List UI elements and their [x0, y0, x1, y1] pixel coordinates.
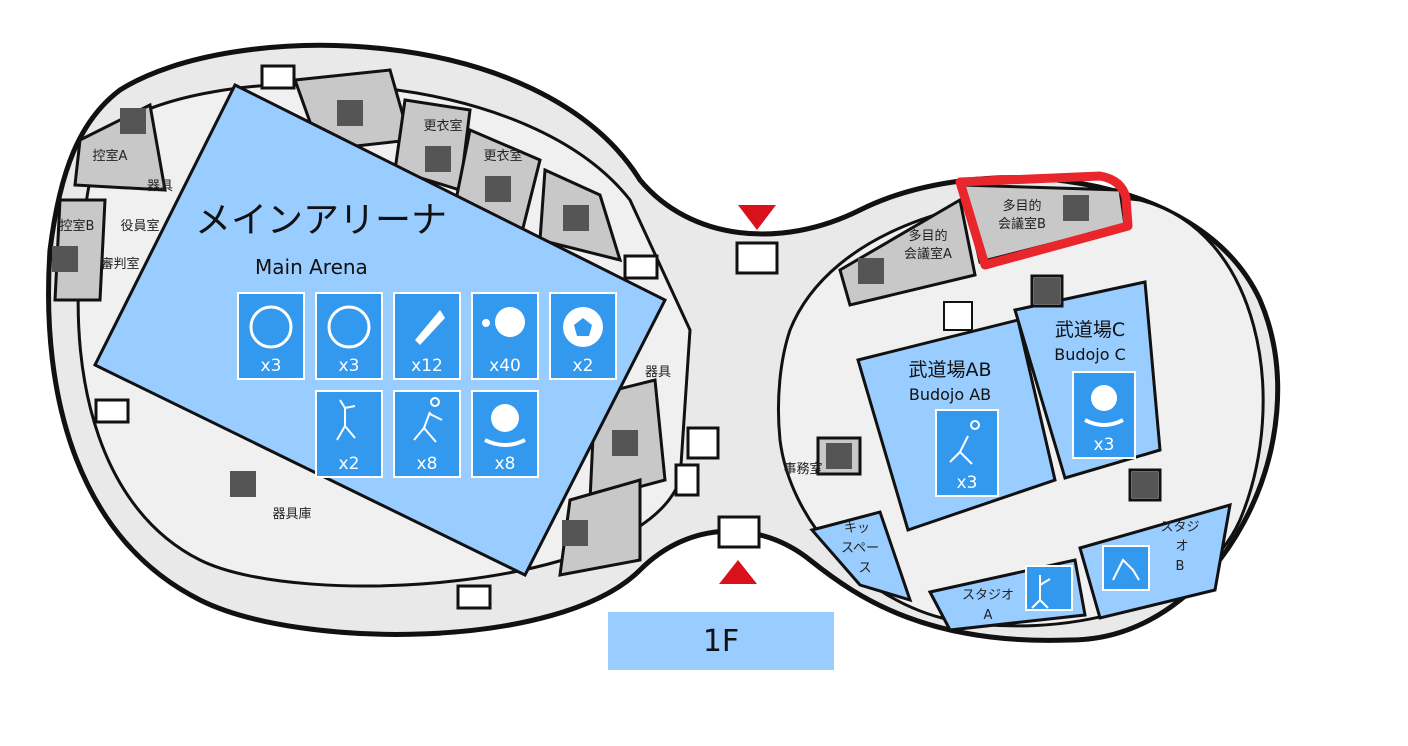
room-label-studio-b-2: オ [1175, 539, 1188, 554]
room-label-studio-b-3: B [1176, 559, 1185, 574]
meeting-table-icon [858, 258, 884, 284]
stairs-icon [623, 254, 659, 280]
toilet-room-right-bottom [558, 478, 642, 577]
room-label-meeting-b-1: 多目的 [1002, 198, 1041, 214]
shower-icon [120, 108, 146, 134]
stairs-icon [456, 584, 492, 610]
room-label-hikae-b: 控室B [60, 218, 95, 234]
room-label-kids-4: ス [858, 561, 871, 576]
budojo-c-tile [1072, 371, 1136, 459]
sport-tile-sumo: x8 [471, 390, 539, 478]
sport-count: x2 [339, 454, 360, 474]
sport-count: x3 [339, 356, 360, 376]
room-label-kigu-ko: 器具庫 [272, 507, 311, 522]
toilet-icon [563, 205, 589, 231]
stairs-icon [260, 64, 296, 90]
floor-indicator: 1F [608, 612, 834, 670]
room-label-kigu-1: 器具 [147, 179, 173, 194]
toilet-icon [612, 430, 638, 456]
sport-tiles: x3 x3 x12 x40 x2 x2 [237, 292, 617, 478]
stairs-icon [94, 398, 130, 424]
sport-count: x2 [573, 356, 594, 376]
shower-icon [52, 246, 78, 272]
volleyball-icon [327, 305, 371, 349]
sumo-ring-icon [1091, 385, 1117, 411]
room-label-kouishitsu-1: 更衣室 [423, 118, 462, 134]
room-label-studio-a-2: A [984, 608, 993, 623]
toilet-icon [562, 520, 588, 546]
storage-icon [230, 471, 256, 497]
room-label-shinpan: 審判室 [100, 256, 139, 272]
entrance-arrow-up-icon [719, 560, 757, 584]
room-label-kids-3: スペー [841, 541, 879, 556]
sport-tile-handball: x2 [315, 390, 383, 478]
room-label-studio-a-1: スタジオ [962, 588, 1014, 603]
room-label-kids-1: キッ [844, 521, 870, 536]
room-label-jimu: 事務室 [783, 461, 822, 477]
handball-player-icon [336, 399, 356, 441]
budojo-ab-name-en: Budojo AB [909, 385, 991, 404]
budojo-c-count: x3 [1094, 435, 1115, 455]
shower-icon [1034, 278, 1060, 304]
sport-count: x8 [495, 454, 516, 474]
sport-tile-table-tennis: x40 [471, 292, 539, 380]
sport-count: x40 [489, 356, 521, 376]
budojo-c-name-en: Budojo C [1054, 345, 1126, 364]
sumo-ring-icon [491, 404, 519, 432]
elevator-icon [686, 426, 720, 460]
entrance-south [717, 515, 761, 549]
judo-throw-icon [949, 420, 981, 465]
sport-tile-badminton: x12 [393, 292, 461, 380]
meeting-table-icon [1063, 195, 1089, 221]
running-player-icon [413, 397, 443, 443]
basketball-icon [249, 305, 293, 349]
entrance-north [735, 241, 779, 275]
room-label-yakuin: 役員室 [120, 218, 159, 234]
meeting-room-b-highlight [955, 171, 1133, 270]
room-label-hikae-a: 控室A [93, 148, 128, 164]
sport-count: x12 [411, 356, 443, 376]
room-label-kigu-2: 器具 [645, 365, 671, 380]
sport-count: x8 [417, 454, 438, 474]
shower-icon [1132, 472, 1158, 498]
entrance-arrow-down-icon [738, 205, 776, 230]
room-label-meeting-b-2: 会議室B [998, 216, 1046, 232]
room-label-meeting-a-2: 会議室A [904, 246, 952, 262]
sport-count: x3 [261, 356, 282, 376]
kids-space-room [809, 510, 913, 603]
sport-tile-soccer: x2 [549, 292, 617, 380]
hanger-icon [485, 176, 511, 202]
budojo-ab-name-jp: 武道場AB [908, 359, 991, 381]
room-label-kouishitsu-2: 更衣室 [483, 148, 522, 164]
budojo-c-name-jp: 武道場C [1055, 319, 1125, 341]
dance-icon [1031, 575, 1051, 609]
stairs-icon [674, 463, 700, 497]
budojo-ab-count: x3 [957, 473, 978, 493]
hanger-icon [425, 146, 451, 172]
elevator-icon [943, 301, 973, 331]
toilet-icon [826, 443, 852, 469]
sport-tile-running: x8 [393, 390, 461, 478]
arena-name-en: Main Arena [255, 255, 368, 279]
studio-b-tile [1102, 545, 1150, 591]
sport-tile-basketball: x3 [237, 292, 305, 380]
room-label-studio-b-1: スタジ [1160, 520, 1199, 535]
toilet-icon [337, 100, 363, 126]
table-tennis-icon [495, 307, 525, 337]
budojo-ab-tile [935, 409, 999, 497]
room-label-meeting-a-1: 多目的 [908, 228, 947, 244]
studio-a-tile [1025, 565, 1073, 611]
arena-name-jp: メインアリーナ [195, 200, 447, 241]
badminton-shuttlecock-icon [415, 310, 445, 345]
sport-tile-volleyball: x3 [315, 292, 383, 380]
stretch-icon [1112, 558, 1140, 581]
